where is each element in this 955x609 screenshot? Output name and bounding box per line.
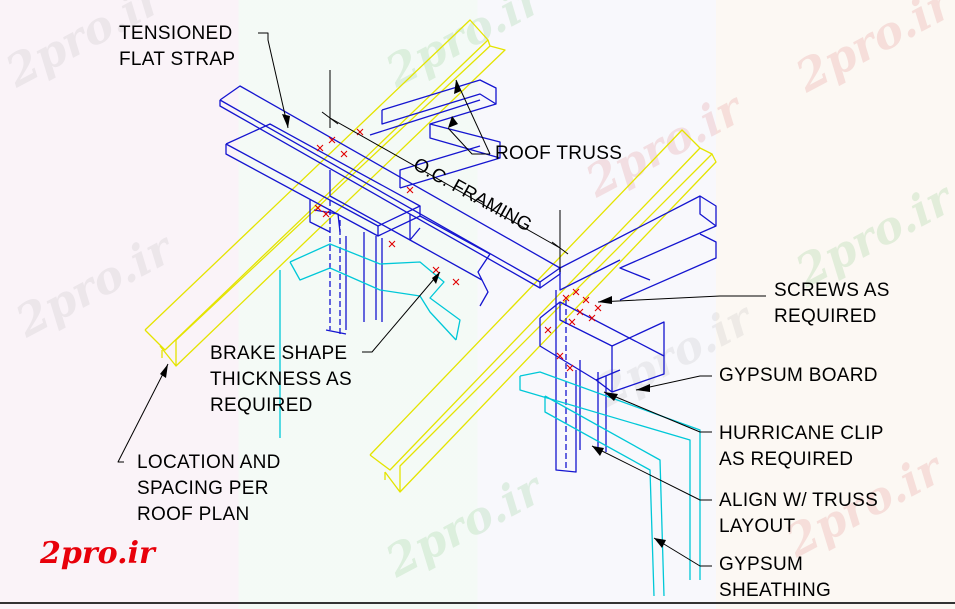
gypsum-sheathing-left (279, 243, 461, 438)
right-studs (555, 290, 607, 473)
brake-shape-plate (225, 123, 491, 307)
screw-mark (452, 278, 460, 286)
roof-truss-label: ROOF TRUSS (495, 141, 622, 167)
screws-label: SCREWS AS REQUIRED (774, 278, 890, 330)
yellow-truss-chord-right (369, 129, 717, 493)
label-line: ALIGN W/ TRUSS (719, 490, 879, 511)
tensioned-flat-strap-label: TENSIONED FLAT STRAP (119, 21, 235, 73)
label-line: AS REQUIRED (719, 449, 854, 470)
screw-mark (340, 150, 348, 158)
align-truss-label: ALIGN W/ TRUSS LAYOUT (719, 488, 878, 540)
label-line: BRAKE SHAPE (210, 343, 348, 364)
screw-mark (556, 352, 564, 360)
label-line: ROOF PLAN (137, 504, 250, 525)
screw-mark (562, 294, 570, 302)
screw-mark (568, 318, 576, 326)
leader-arrowheads (160, 80, 666, 548)
screw-mark (566, 364, 574, 372)
yellow-truss-chord-left (144, 19, 506, 367)
hurricane-clip-label: HURRICANE CLIP AS REQUIRED (719, 421, 884, 473)
screw-mark (328, 136, 336, 144)
screw-mark (588, 314, 596, 322)
gypsum-board-label: GYPSUM BOARD (719, 363, 878, 389)
screw-mark (388, 240, 396, 248)
label-line: SHEATHING (719, 580, 832, 601)
left-studs (309, 200, 383, 335)
right-top-plate (539, 195, 717, 393)
screw-mark (582, 296, 590, 304)
site-logo: 2pro.ir (40, 536, 155, 571)
leader-lines (117, 32, 766, 567)
screw-mark (406, 186, 414, 194)
brake-shape-label: BRAKE SHAPE THICKNESS AS REQUIRED (210, 341, 352, 419)
label-line: REQUIRED (210, 395, 313, 416)
screw-mark (432, 266, 440, 274)
label-line: SCREWS AS (774, 280, 890, 301)
label-line: LOCATION AND (137, 452, 281, 473)
location-spacing-label: LOCATION AND SPACING PER ROOF PLAN (137, 450, 281, 528)
label-line: GYPSUM BOARD (719, 365, 878, 386)
screw-mark (576, 308, 584, 316)
screw-mark (314, 204, 322, 212)
label-line: THICKNESS AS (210, 369, 352, 390)
screw-mark (572, 288, 580, 296)
label-line: ROOF TRUSS (495, 143, 623, 164)
screws (314, 128, 602, 372)
label-line: HURRICANE CLIP (719, 423, 884, 444)
screw-mark (544, 326, 552, 334)
label-line: SPACING PER (137, 478, 269, 499)
screw-mark (594, 304, 602, 312)
gypsum-board-right (519, 371, 701, 597)
label-line: REQUIRED (774, 306, 877, 327)
label-line: LAYOUT (719, 516, 796, 537)
blue-roof-truss-channel (369, 79, 501, 189)
screw-mark (316, 144, 324, 152)
label-line: GYPSUM (719, 554, 804, 575)
gypsum-sheathing-label: GYPSUM SHEATHING (719, 552, 831, 604)
screw-mark (322, 210, 330, 218)
label-line: FLAT STRAP (119, 49, 236, 70)
flat-strap (219, 85, 561, 289)
bottom-border (0, 602, 955, 604)
label-line: TENSIONED (119, 23, 233, 44)
